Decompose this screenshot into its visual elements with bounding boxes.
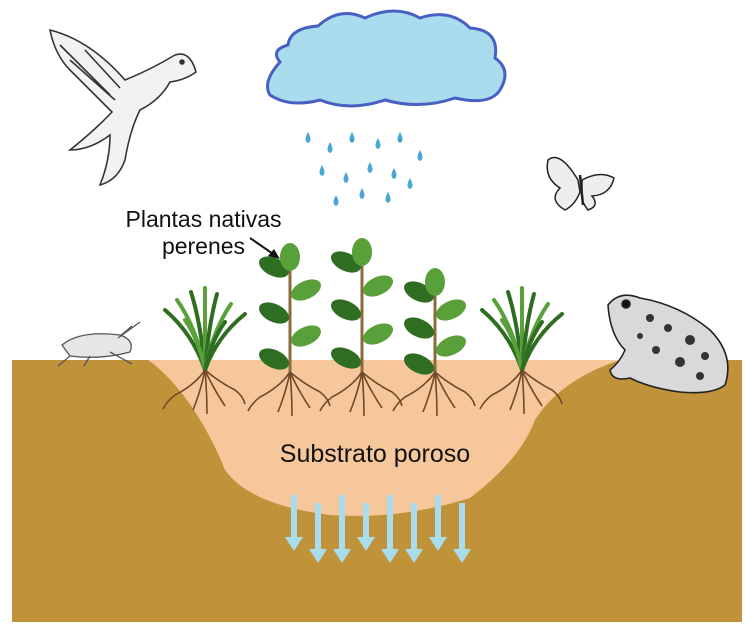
infiltration-arrow (357, 503, 375, 551)
rain-drop (349, 132, 355, 143)
rain-drop (417, 150, 423, 161)
plant-roots (392, 371, 476, 417)
plant-roots (479, 369, 563, 415)
rain-drop (385, 192, 391, 203)
infiltration-arrow (333, 495, 351, 563)
plant-roots (247, 371, 331, 417)
infiltration-arrow (429, 495, 447, 551)
label-pointer-arrow (249, 237, 280, 259)
rain-drop (375, 138, 381, 149)
plants-label-line2: perenes (161, 233, 246, 259)
infiltration-arrow (405, 503, 423, 563)
rain-drop (305, 132, 311, 143)
leafy-plant (247, 243, 331, 417)
cloud-icon (266, 9, 507, 108)
rain-drops-group (305, 132, 423, 206)
infiltration-arrow (453, 503, 471, 563)
rain-drop (359, 188, 365, 199)
rain-drop (407, 178, 413, 189)
rain-drop (397, 132, 403, 143)
rain-drop (327, 142, 333, 153)
native-plants (162, 238, 564, 417)
plants-label-line1: Plantas nativas (125, 206, 282, 232)
rain-drop (333, 195, 339, 206)
grass-plant (479, 286, 564, 415)
rain-drop (343, 172, 349, 183)
infiltration-arrow (381, 495, 399, 563)
infiltration-arrow (309, 503, 327, 563)
rain-drop (367, 162, 373, 173)
infiltration-arrows (285, 495, 471, 563)
grasshopper-icon (57, 321, 141, 367)
infiltration-arrow (285, 495, 303, 551)
leafy-plant (319, 238, 403, 417)
rain-drop (391, 168, 397, 179)
grass-plant (162, 286, 247, 415)
leafy-plant (392, 268, 476, 417)
substrate-label: Substrato poroso (279, 440, 471, 468)
butterfly-icon (546, 156, 615, 211)
plant-roots (162, 369, 246, 415)
bird-icon (48, 28, 197, 187)
rain-drop (319, 165, 325, 176)
porous-substrate (148, 360, 620, 516)
frog-icon (607, 294, 729, 394)
plants-label: Plantas nativas perenes (96, 206, 311, 260)
